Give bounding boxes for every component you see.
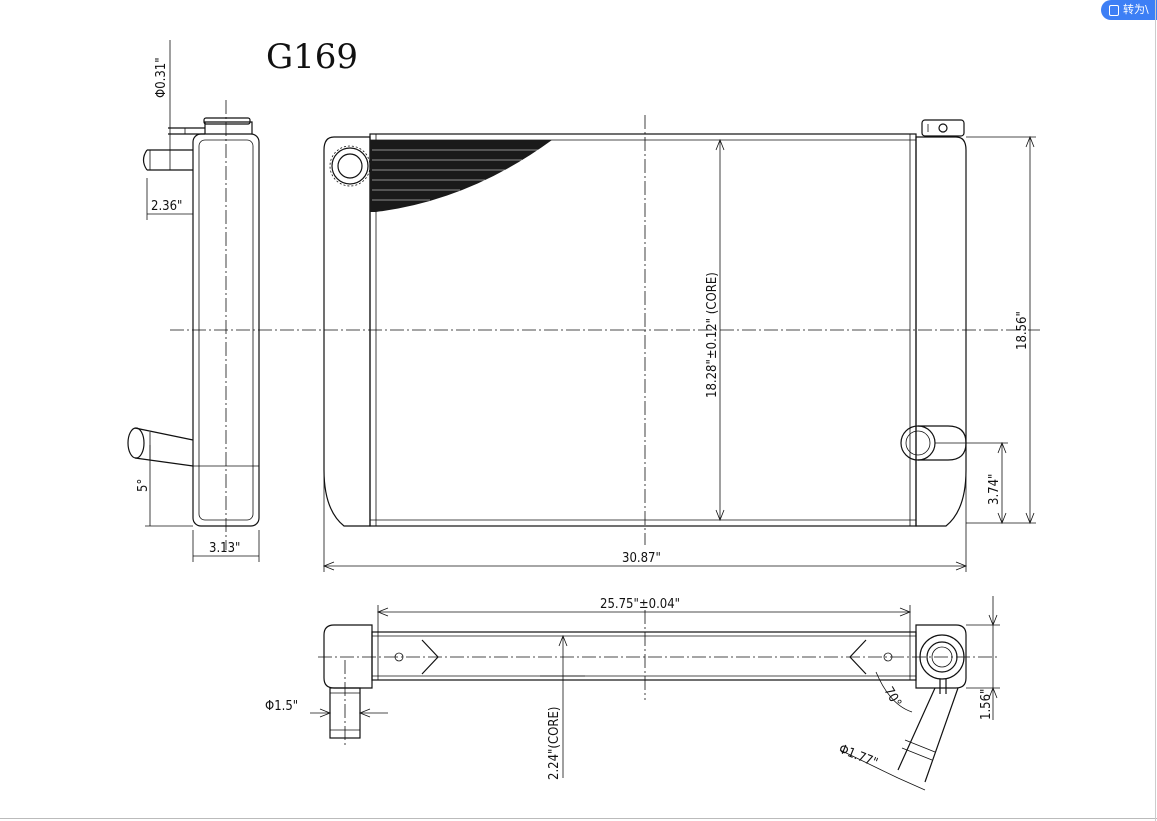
dim-outlet-height: 3.74" <box>987 474 1002 505</box>
dim-side-thickness: 3.13" <box>209 541 240 556</box>
dim-core-depth: 2.24"(CORE) <box>547 707 562 780</box>
dim-overall-width: 30.87" <box>622 551 661 566</box>
dim-neck-offset: 2.36" <box>151 199 182 214</box>
translate-button[interactable]: 转为\ <box>1101 0 1157 20</box>
translate-label: 转为\ <box>1123 3 1149 16</box>
dim-outlet-angle: 5° <box>136 479 151 492</box>
front-view <box>322 115 1036 572</box>
dim-overall-height: 18.56" <box>1015 311 1030 350</box>
dim-core-height: 18.28"±0.12" (CORE) <box>705 272 720 398</box>
dim-core-width: 25.75"±0.04" <box>600 597 680 612</box>
top-view <box>310 596 1000 791</box>
frame-edge <box>1155 0 1156 821</box>
frame-divider <box>0 818 1157 819</box>
dim-lower-neck-diameter: Φ1.5" <box>265 699 298 714</box>
dim-tank-depth: 1.56" <box>979 689 994 720</box>
side-view <box>127 40 1040 562</box>
translate-icon <box>1109 4 1119 16</box>
dim-inlet-diameter: Φ0.31" <box>154 57 169 98</box>
part-number-title: G169 <box>266 37 358 77</box>
dim-outlet-diameter: Φ1.77" <box>837 742 880 771</box>
